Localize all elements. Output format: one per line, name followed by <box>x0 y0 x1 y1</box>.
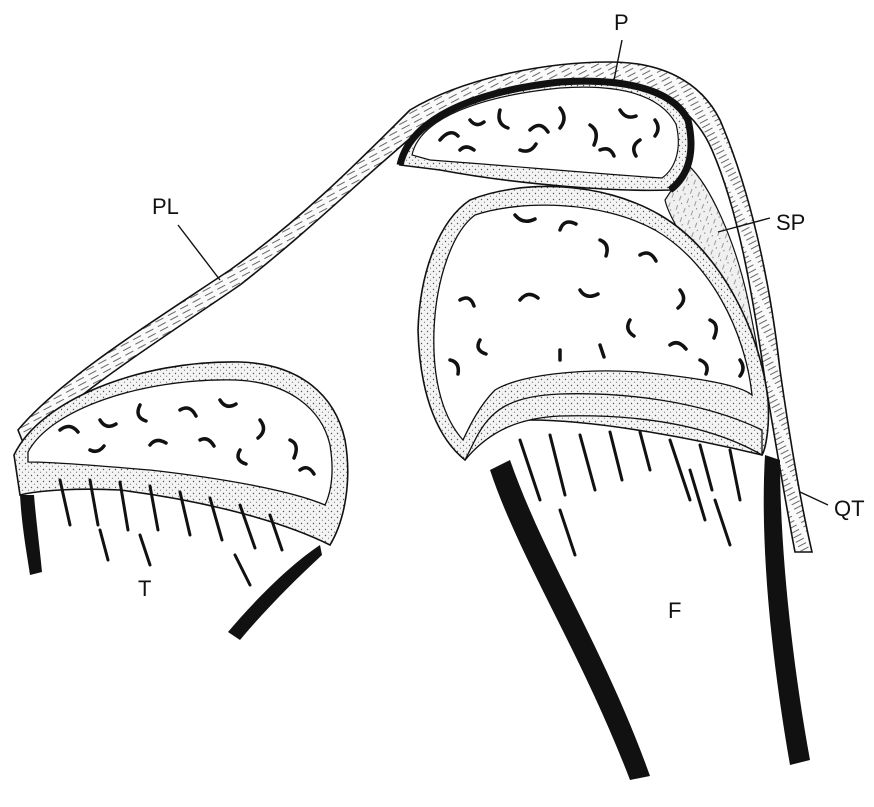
label-femur: F <box>668 598 681 623</box>
label-quadriceps-tendon: QT <box>834 496 865 521</box>
label-patella: P <box>614 10 629 35</box>
leader-pl <box>178 225 220 280</box>
label-patellar-ligament: PL <box>152 194 179 219</box>
label-suprapatellar: SP <box>776 210 805 235</box>
label-tibia: T <box>138 576 151 601</box>
leader-qt <box>800 492 828 505</box>
